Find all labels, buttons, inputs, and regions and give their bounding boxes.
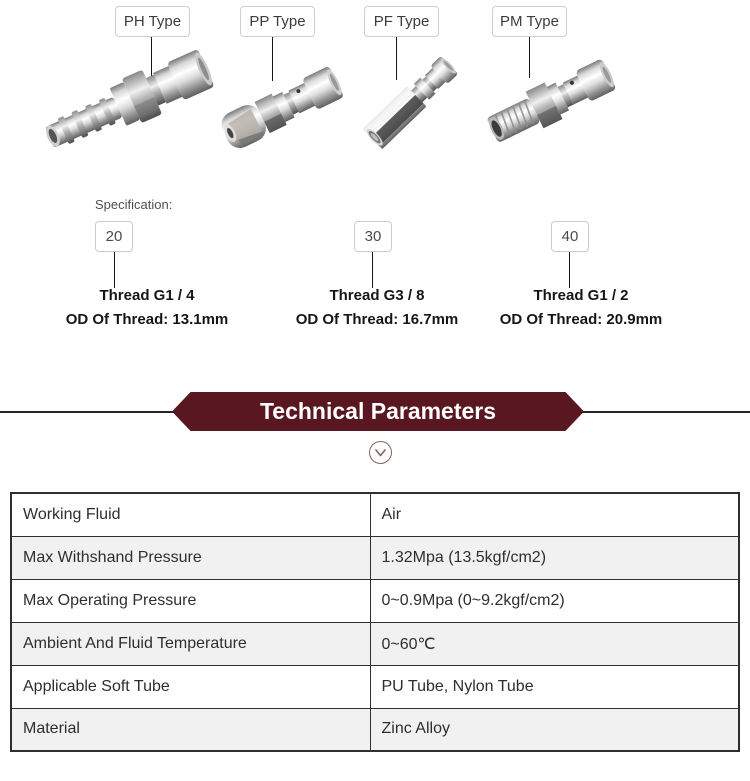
param-label-cell: Max Operating Pressure [10, 578, 371, 623]
param-value-cell: Zinc Alloy [369, 707, 740, 752]
technical-parameters-banner: Technical Parameters [172, 392, 584, 431]
type-chip-pm[interactable]: PM Type [492, 6, 567, 37]
param-value-cell: Air [369, 492, 740, 537]
leader-line-pp [272, 37, 273, 81]
chevron-down-icon [375, 449, 386, 457]
product-image-ph [31, 34, 222, 170]
type-chip-pf[interactable]: PF Type [364, 6, 439, 37]
param-label-cell: Ambient And Fluid Temperature [10, 621, 371, 666]
parameters-table: Working Fluid Air Max Withshand Pressure… [10, 492, 740, 752]
thread-size-text: Thread G3 / 8 [329, 287, 425, 304]
param-label-cell: Max Withshand Pressure [10, 535, 371, 580]
specification-heading: Specification: [95, 197, 173, 212]
leader-line-ph [151, 37, 152, 76]
spec-leader-line-20 [114, 252, 115, 288]
leader-line-pm [529, 37, 530, 78]
thread-spec-block-30: Thread G3 / 8 OD Of Thread: 16.7mm [267, 287, 487, 328]
size-chip-20-label: 20 [105, 228, 123, 245]
female-thread-quick-coupling-icon [362, 57, 457, 149]
table-row: Working Fluid Air [10, 492, 740, 537]
table-row: Max Withshand Pressure 1.32Mpa (13.5kgf/… [10, 535, 740, 580]
thread-od-text: OD Of Thread: 16.7mm [295, 311, 459, 328]
size-chip-40-label: 40 [561, 228, 579, 245]
technical-parameters-title: Technical Parameters [259, 398, 497, 424]
type-chip-ph-label: PH Type [123, 13, 182, 30]
thread-size-text: Thread G1 / 2 [533, 287, 629, 304]
tube-nut-quick-coupling-icon [221, 67, 343, 148]
size-chip-30[interactable]: 30 [354, 221, 392, 252]
thread-spec-block-40: Thread G1 / 2 OD Of Thread: 20.9mm [471, 287, 691, 328]
table-row: Material Zinc Alloy [10, 707, 740, 752]
chevron-down-circle-icon [369, 441, 392, 464]
param-value-cell: 0~0.9Mpa (0~9.2kgf/cm2) [369, 578, 740, 623]
table-row: Ambient And Fluid Temperature 0~60℃ [10, 621, 740, 666]
param-value-cell: PU Tube, Nylon Tube [369, 664, 740, 709]
size-chip-20[interactable]: 20 [95, 221, 133, 252]
type-chip-pm-label: PM Type [500, 13, 559, 30]
param-value-cell: 1.32Mpa (13.5kgf/cm2) [369, 535, 740, 580]
thread-size-text: Thread G1 / 4 [99, 287, 195, 304]
table-row: Max Operating Pressure 0~0.9Mpa (0~9.2kg… [10, 578, 740, 623]
param-label-cell: Working Fluid [10, 492, 371, 537]
male-thread-quick-coupling-icon [487, 59, 616, 142]
thread-od-text: OD Of Thread: 20.9mm [499, 311, 663, 328]
param-label-cell: Material [10, 707, 371, 752]
thread-spec-block-20: Thread G1 / 4 OD Of Thread: 13.1mm [37, 287, 257, 328]
type-chip-ph[interactable]: PH Type [115, 6, 190, 37]
product-image-pm [475, 41, 626, 163]
leader-line-pf [396, 37, 397, 80]
size-chip-30-label: 30 [364, 228, 382, 245]
thread-od-text: OD Of Thread: 13.1mm [65, 311, 229, 328]
product-image-pp [209, 48, 356, 166]
spec-leader-line-30 [372, 252, 373, 288]
product-image-pf [355, 47, 466, 157]
spec-leader-line-40 [569, 252, 570, 288]
param-value-cell: 0~60℃ [369, 621, 740, 666]
size-chip-40[interactable]: 40 [551, 221, 589, 252]
type-chip-pp[interactable]: PP Type [240, 6, 315, 37]
type-chip-pf-label: PF Type [373, 13, 430, 30]
table-row: Applicable Soft Tube PU Tube, Nylon Tube [10, 664, 740, 709]
hose-barb-quick-coupling-icon [45, 50, 214, 147]
param-label-cell: Applicable Soft Tube [10, 664, 371, 709]
type-chip-pp-label: PP Type [249, 13, 306, 30]
